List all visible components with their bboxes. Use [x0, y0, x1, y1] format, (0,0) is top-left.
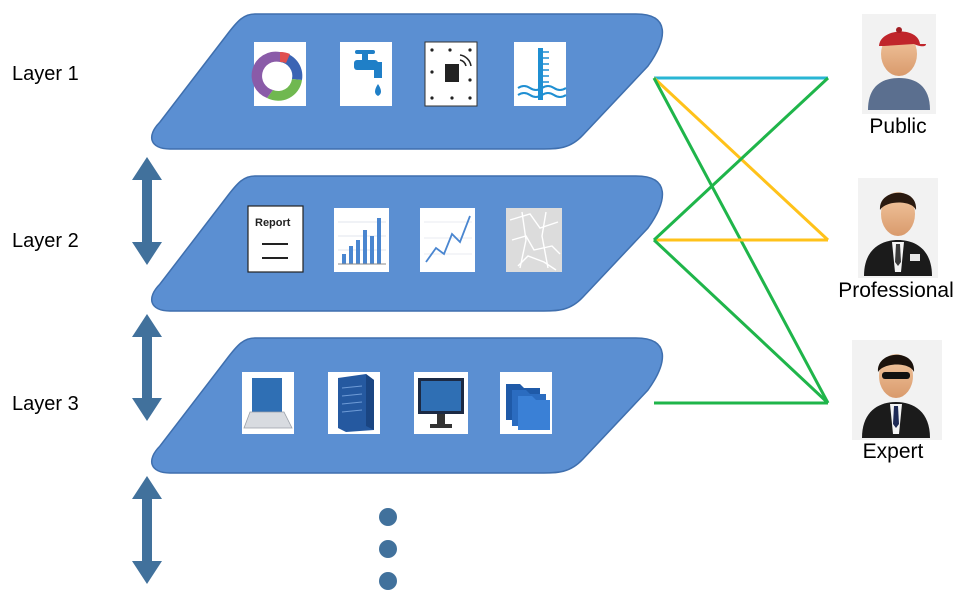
- expert-user-label: Expert: [862, 440, 924, 463]
- water-tap-icon: [340, 42, 392, 106]
- professional-to-layer1-link: [652, 76, 830, 242]
- public-user-label: Public: [869, 115, 927, 138]
- expert-link-layer2: [652, 238, 830, 405]
- pie-chart-icon: [251, 42, 306, 106]
- layer-3-label: Layer 3: [12, 393, 79, 415]
- bar-chart-icon: [334, 208, 389, 272]
- double-arrow-icon: [132, 157, 162, 265]
- sensor-device-icon: [424, 41, 478, 107]
- ellipsis-dot: [379, 572, 397, 590]
- laptop-icon: [242, 372, 294, 434]
- layer-1-label: Layer 1: [12, 63, 79, 85]
- folders-icon: [500, 372, 552, 434]
- report-document-icon: Report: [247, 205, 304, 273]
- professional-user-icon: [858, 178, 938, 278]
- server-icon: [328, 372, 380, 434]
- ellipsis-dot: [379, 540, 397, 558]
- report-icon-text: Report: [255, 217, 291, 229]
- monitor-icon: [414, 372, 468, 434]
- double-arrow-icon: [132, 314, 162, 421]
- connection-lines: [652, 76, 830, 405]
- public-user-icon: [862, 14, 936, 114]
- professional-user-label: Professional: [838, 279, 954, 302]
- layer-1-shape: [150, 13, 663, 150]
- layer-3-shape: [150, 337, 663, 474]
- more-layers-ellipsis: [379, 508, 397, 590]
- layer-2-label: Layer 2: [12, 230, 79, 252]
- water-level-gauge-icon: [514, 42, 567, 106]
- line-chart-icon: [420, 208, 475, 272]
- map-icon: [506, 208, 562, 272]
- expert-user-icon: [852, 340, 942, 440]
- ellipsis-dot: [379, 508, 397, 526]
- layer-2-shape: [150, 175, 663, 312]
- double-arrow-icon: [132, 476, 162, 584]
